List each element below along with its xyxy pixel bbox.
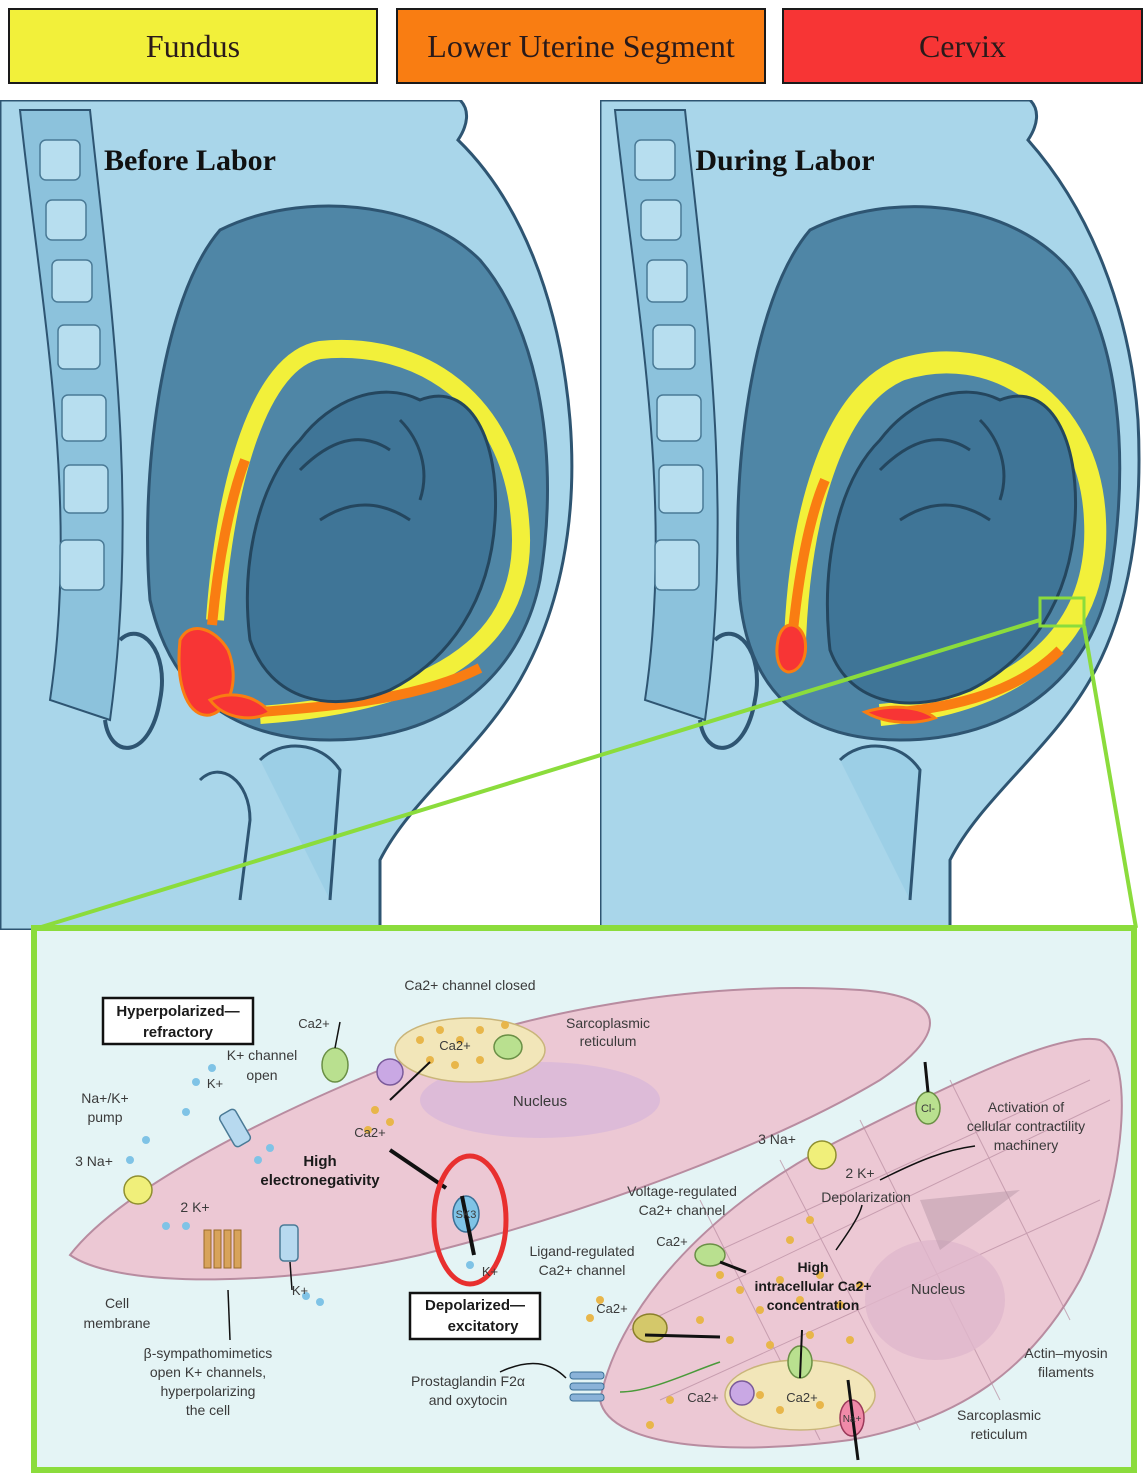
label-na-plus: Na+ <box>843 1414 862 1425</box>
label-activation-1: Activation of <box>988 1099 1064 1115</box>
label-high-ca-2: intracellular Ca2+ <box>754 1278 871 1294</box>
label-k-channel-2: open <box>246 1067 277 1083</box>
label-depolarized-2: excitatory <box>448 1318 520 1335</box>
label-depolarization: Depolarization <box>821 1189 911 1205</box>
label-k-plus-2: K+ <box>292 1283 308 1298</box>
label-ca-sr: Ca2+ <box>439 1038 470 1053</box>
label-beta-2: open K+ channels, <box>150 1364 266 1380</box>
before-labor-title: Before Labor <box>104 144 276 177</box>
label-ligand-2: Ca2+ channel <box>539 1262 626 1278</box>
label-ca-right-4: Ca2+ <box>786 1390 817 1405</box>
label-nak-pump-2: pump <box>87 1109 122 1125</box>
label-k-sk3: K+ <box>482 1264 498 1279</box>
label-prostaglandin-2: and oxytocin <box>429 1392 508 1408</box>
label-k-plus-1: K+ <box>207 1076 223 1091</box>
label-beta-1: β-sympathomimetics <box>144 1345 273 1361</box>
label-activation-3: machinery <box>994 1137 1059 1153</box>
label-voltage-1: Voltage-regulated <box>627 1183 737 1199</box>
label-cell-membrane-1: Cell <box>105 1295 129 1311</box>
label-2k-left: 2 K+ <box>180 1199 209 1215</box>
label-ca-right-1: Ca2+ <box>656 1234 687 1249</box>
label-ca-top: Ca2+ <box>298 1016 329 1031</box>
label-nucleus-left: Nucleus <box>513 1093 567 1110</box>
label-activation-2: cellular contractility <box>967 1118 1085 1134</box>
label-sarco-right-2: reticulum <box>971 1426 1028 1442</box>
during-labor-title: During Labor <box>695 144 874 177</box>
label-cl: Cl- <box>921 1103 935 1115</box>
label-prostaglandin-1: Prostaglandin F2α <box>411 1373 525 1389</box>
label-voltage-2: Ca2+ channel <box>639 1202 726 1218</box>
label-sarco-right-1: Sarcoplasmic <box>957 1407 1041 1423</box>
before-labor-panel: Before Labor <box>0 100 572 930</box>
label-actin-1: Actin–myosin <box>1024 1345 1107 1361</box>
label-hyperpolarized-2: refractory <box>143 1024 214 1041</box>
label-actin-2: filaments <box>1038 1364 1094 1380</box>
label-3na-right: 3 Na+ <box>758 1131 796 1147</box>
cervix-right <box>777 625 806 672</box>
label-ca-channel-closed: Ca2+ channel closed <box>404 977 535 993</box>
label-2k-right: 2 K+ <box>845 1165 874 1181</box>
label-ligand-1: Ligand-regulated <box>529 1243 634 1259</box>
label-depolarized-1: Depolarized— <box>425 1297 525 1314</box>
label-high-electro-1: High <box>303 1153 336 1170</box>
label-sarcoplasmic-1: Sarcoplasmic <box>566 1015 650 1031</box>
label-ca-right-2: Ca2+ <box>596 1301 627 1316</box>
label-beta-3: hyperpolarizing <box>161 1383 256 1399</box>
during-labor-panel: During Labor <box>600 100 1139 930</box>
label-high-ca-1: High <box>797 1259 828 1275</box>
label-beta-4: the cell <box>186 1402 230 1418</box>
nucleus-right <box>865 1240 1005 1360</box>
label-nucleus-right: Nucleus <box>911 1281 965 1298</box>
label-nak-pump-1: Na+/K+ <box>81 1090 128 1106</box>
label-ca-right-3: Ca2+ <box>687 1390 718 1405</box>
label-k-channel-1: K+ channel <box>227 1047 297 1063</box>
label-sk3: SK3 <box>456 1209 477 1221</box>
label-high-electro-2: electronegativity <box>260 1172 380 1189</box>
cell-inset: Ca2+ channel closed Hyperpolarized— refr… <box>34 928 1134 1470</box>
label-sarcoplasmic-2: reticulum <box>580 1033 637 1049</box>
label-hyperpolarized-1: Hyperpolarized— <box>116 1003 239 1020</box>
label-ca-mid: Ca2+ <box>354 1125 385 1140</box>
label-high-ca-3: concentration <box>767 1297 860 1313</box>
zoom-line-right <box>1084 626 1136 928</box>
label-cell-membrane-2: membrane <box>84 1315 151 1331</box>
label-3na-left: 3 Na+ <box>75 1153 113 1169</box>
